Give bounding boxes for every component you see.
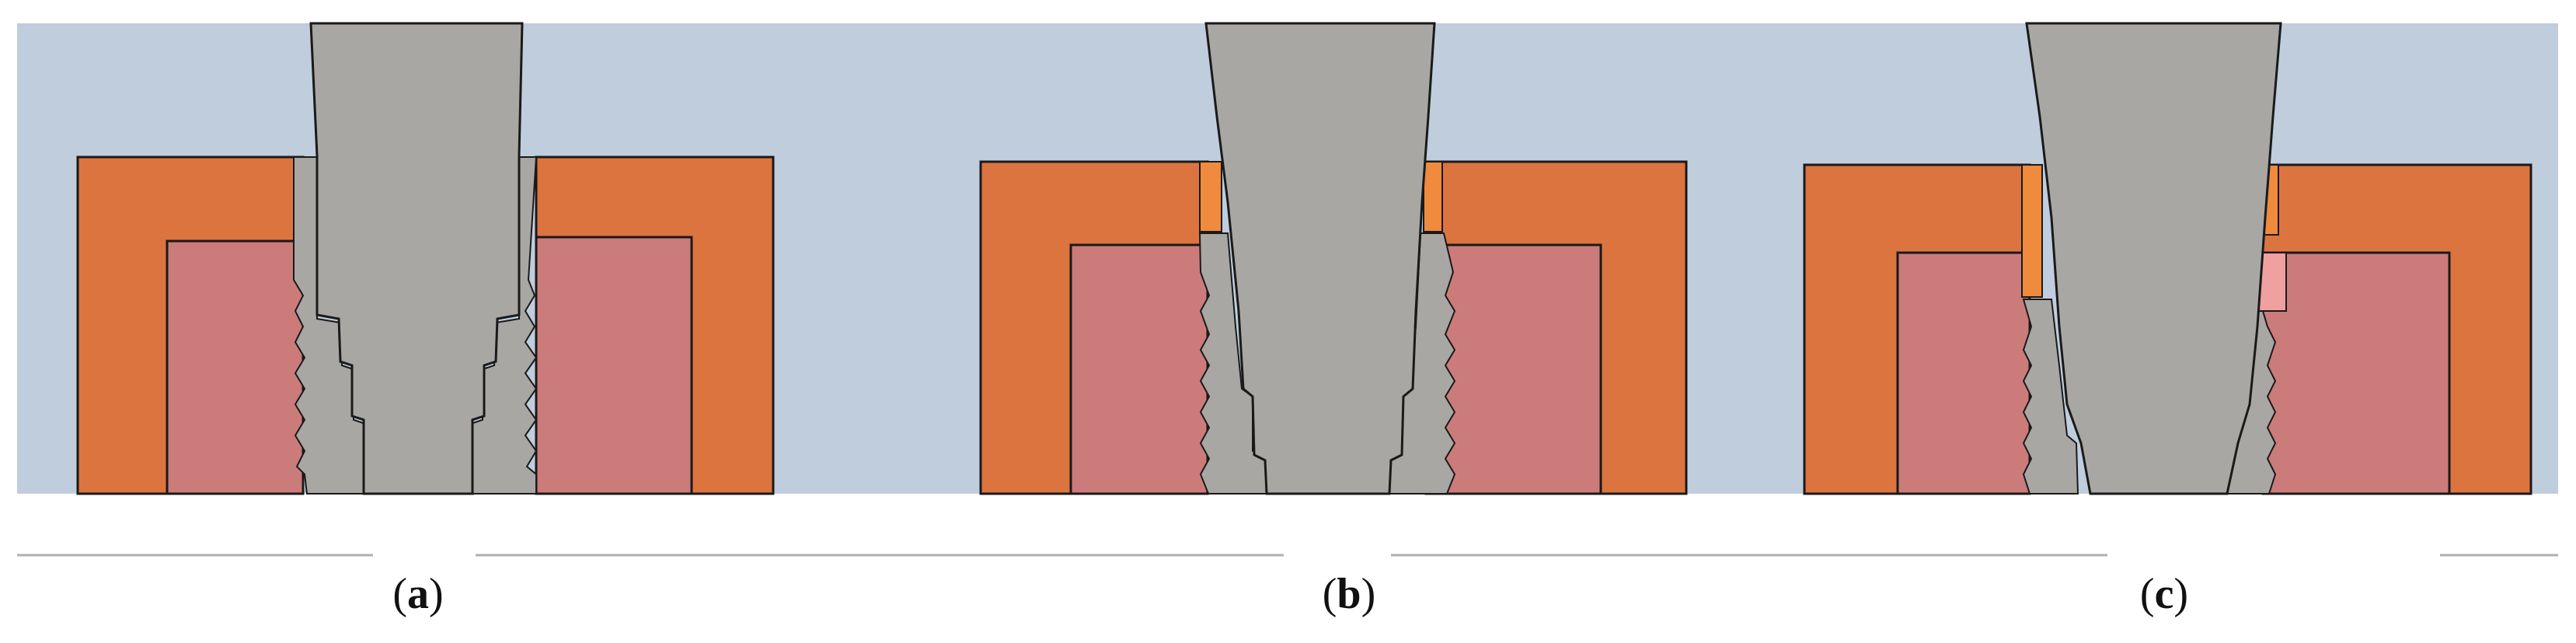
inner-block-left — [1069, 243, 1209, 495]
tool — [309, 22, 524, 495]
panel-caption-c: (c) — [2139, 570, 2189, 618]
flash-right — [1423, 161, 1443, 232]
inner-block-left — [1896, 251, 2031, 495]
panel-c — [1803, 22, 2532, 495]
inner-block-left — [166, 239, 305, 495]
flash-left — [2021, 164, 2043, 298]
panel-caption-a: (a) — [392, 570, 444, 618]
inner-block-right — [2261, 251, 2451, 495]
panel-a — [76, 22, 775, 495]
inner-block-right — [535, 236, 693, 495]
sleeve-left — [2022, 299, 2079, 494]
inner-block-right — [1424, 243, 1602, 495]
panel-b — [979, 22, 1688, 495]
tool — [2025, 22, 2282, 495]
sleeve-left — [293, 156, 366, 494]
flash-left — [1199, 161, 1222, 232]
panel-caption-b: (b) — [1322, 570, 1376, 618]
tool — [1204, 22, 1436, 495]
